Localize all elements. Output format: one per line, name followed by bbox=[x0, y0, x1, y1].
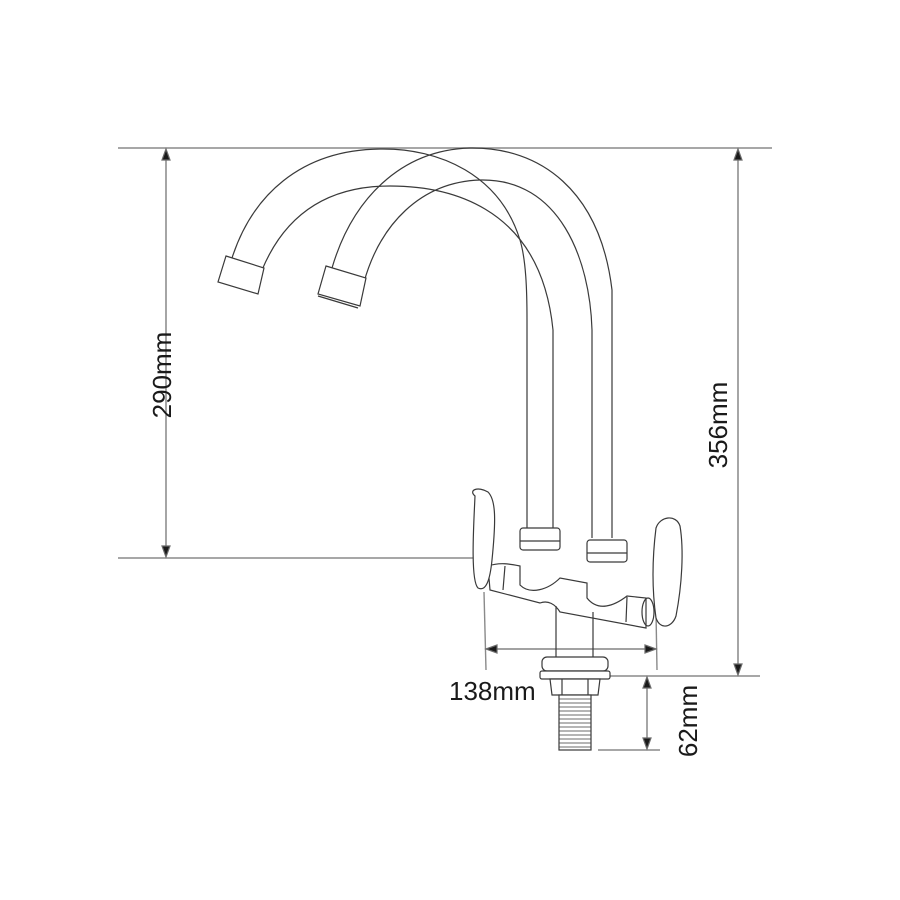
shank-threads bbox=[559, 698, 591, 748]
extension-lines bbox=[118, 147, 772, 751]
arrow-head-icon bbox=[644, 644, 658, 654]
left-handle-extension-line bbox=[483, 591, 487, 671]
right-valve-cap bbox=[641, 597, 655, 627]
dimension-arrows bbox=[161, 147, 743, 751]
dimension-label-290mm: 290mm bbox=[147, 331, 177, 419]
rear-spout bbox=[217, 148, 554, 528]
arrow-head-icon bbox=[733, 147, 743, 161]
rear-spout-aerator bbox=[217, 255, 265, 295]
arrow-head-icon bbox=[642, 675, 652, 689]
front-spout bbox=[317, 147, 613, 538]
arrow-head-icon bbox=[161, 147, 171, 161]
arrow-head-icon bbox=[484, 644, 498, 654]
flange-washer bbox=[539, 670, 611, 680]
mounting-flange bbox=[541, 656, 609, 672]
valve-body bbox=[487, 563, 647, 629]
lock-nut bbox=[549, 678, 601, 696]
left-handle bbox=[472, 488, 496, 590]
dimension-label-62mm: 62mm bbox=[673, 684, 703, 758]
faucet-outline bbox=[217, 147, 683, 751]
dimension-label-138mm: 138mm bbox=[449, 676, 536, 706]
arrow-head-icon bbox=[733, 663, 743, 677]
arrow-head-icon bbox=[642, 737, 652, 751]
right-handle-extension-line bbox=[655, 611, 658, 671]
center-stem bbox=[555, 606, 594, 658]
right-handle bbox=[652, 517, 683, 627]
front-spout-aerator bbox=[317, 265, 367, 307]
arrow-head-icon bbox=[161, 545, 171, 559]
threaded-shank bbox=[558, 694, 592, 751]
front-spout-collar bbox=[586, 539, 628, 563]
rear-spout-collar bbox=[519, 527, 561, 551]
dimension-label-356mm: 356mm bbox=[703, 381, 733, 469]
